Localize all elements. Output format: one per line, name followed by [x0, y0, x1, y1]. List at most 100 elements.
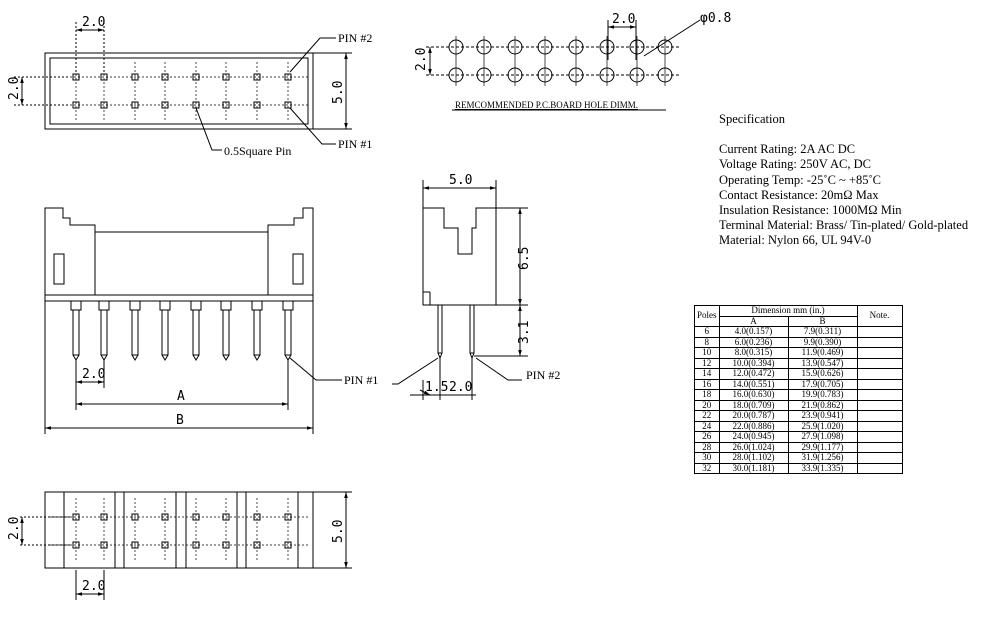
side-offset2-label: 2.0 [449, 380, 472, 395]
poles-cell: 6 [694, 326, 720, 338]
spec-line: Material: Nylon 66, UL 94V-0 [719, 233, 872, 248]
note-cell [856, 441, 903, 453]
dim-b-cell: 11.9(0.469) [787, 347, 858, 359]
dim-b-label: B [176, 413, 184, 428]
dim-b-cell: 13.9(0.547) [787, 357, 858, 369]
dim-b-cell: 9.9(0.390) [787, 336, 858, 348]
pin-shoulder [70, 300, 82, 311]
dim-a-cell: 12.0(0.472) [718, 368, 789, 380]
dim-a-cell: 6.0(0.236) [718, 336, 789, 348]
pin-shoulder [251, 300, 263, 311]
front-pitch-label: 2.0 [82, 367, 105, 382]
top-pin2-label: PIN #2 [338, 31, 372, 45]
poles-cell: 28 [694, 441, 720, 453]
spec-line: Voltage Rating: 250V AC, DC [719, 157, 871, 172]
poles-cell: 12 [694, 357, 720, 369]
poles-cell: 22 [694, 410, 720, 422]
poles-cell: 18 [694, 389, 720, 401]
dim-b-cell: 7.9(0.311) [787, 326, 858, 338]
dim-a-cell: 16.0(0.630) [718, 389, 789, 401]
front-pin [131, 309, 139, 356]
poles-cell: 30 [694, 452, 720, 464]
front-pin [222, 309, 230, 356]
poles-cell: 32 [694, 462, 720, 474]
note-cell [856, 368, 903, 380]
hole-diameter-label: φ0.8 [700, 11, 731, 26]
col-a-header: A [718, 315, 789, 327]
col-b-header: B [787, 315, 858, 327]
dim-a-cell: 26.0(1.024) [718, 441, 789, 453]
dim-b-cell: 17.9(0.705) [787, 378, 858, 390]
pcb-top-pitch-label: 2.0 [612, 12, 635, 27]
pcb-caption: REMCOMMENDED P.C.BOARD HOLE DIMM. [455, 100, 638, 110]
dim-b-cell: 33.9(1.335) [787, 462, 858, 474]
spec-title: Specification [719, 112, 785, 126]
poles-header: Poles [694, 305, 720, 327]
dim-a-cell: 28.0(1.102) [718, 452, 789, 464]
top-left-pitch-label: 2.0 [7, 77, 22, 100]
dim-a-cell: 24.0(0.945) [718, 431, 789, 443]
dim-a-cell: 10.0(0.394) [718, 357, 789, 369]
note-cell [856, 399, 903, 411]
top-height-label: 5.0 [331, 81, 346, 104]
poles-cell: 24 [694, 420, 720, 432]
dim-b-cell: 31.9(1.256) [787, 452, 858, 464]
spec-line: Contact Resistance: 20mΩ Max [719, 187, 879, 202]
dim-a-cell: 18.0(0.709) [718, 399, 789, 411]
dimension-header: Dimension mm (in.) [718, 305, 858, 317]
top-pin1-label: PIN #1 [338, 137, 372, 151]
spec-line: Operating Temp: -25˚C ~ +85˚C [719, 172, 881, 187]
dim-b-cell: 29.9(1.177) [787, 441, 858, 453]
poles-cell: 16 [694, 378, 720, 390]
dim-b-cell: 15.9(0.626) [787, 368, 858, 380]
pin-shoulder [159, 300, 171, 311]
poles-cell: 14 [694, 368, 720, 380]
dim-b-cell: 21.9(0.862) [787, 399, 858, 411]
front-pin1-label: PIN #1 [344, 373, 378, 387]
front-pin [72, 309, 80, 356]
poles-cell: 26 [694, 431, 720, 443]
note-cell [856, 347, 903, 359]
front-pin [192, 309, 200, 356]
pin-shoulder [220, 300, 232, 311]
note-cell [856, 462, 903, 474]
dim-a-cell: 22.0(0.886) [718, 420, 789, 432]
dim-a-cell: 14.0(0.551) [718, 378, 789, 390]
front-view: 2.0 A B PIN #1 [44, 207, 378, 434]
note-cell [856, 336, 903, 348]
note-cell [856, 378, 903, 390]
dim-a-label: A [177, 389, 185, 404]
dim-b-cell: 23.9(0.941) [787, 410, 858, 422]
dim-a-cell: 30.0(1.181) [718, 462, 789, 474]
note-cell [856, 452, 903, 464]
front-pin [100, 309, 108, 356]
bottom-height-label: 5.0 [331, 520, 346, 543]
dim-a-cell: 4.0(0.157) [718, 326, 789, 338]
bottom-left-pitch-label: 2.0 [7, 517, 22, 540]
note-cell [856, 431, 903, 443]
front-pin [284, 309, 292, 356]
side-offset1-label: 1.5 [425, 380, 448, 395]
dim-b-cell: 19.9(0.783) [787, 389, 858, 401]
side-view: 5.0 6.5 3.1 1.5 2.0 PIN #2 [392, 173, 560, 400]
note-cell [856, 326, 903, 338]
spec-line: Insulation Resistance: 1000MΩ Min [719, 203, 902, 218]
front-pin [253, 309, 261, 356]
pin-shoulder [282, 300, 294, 311]
top-pitch-label: 2.0 [82, 15, 105, 30]
